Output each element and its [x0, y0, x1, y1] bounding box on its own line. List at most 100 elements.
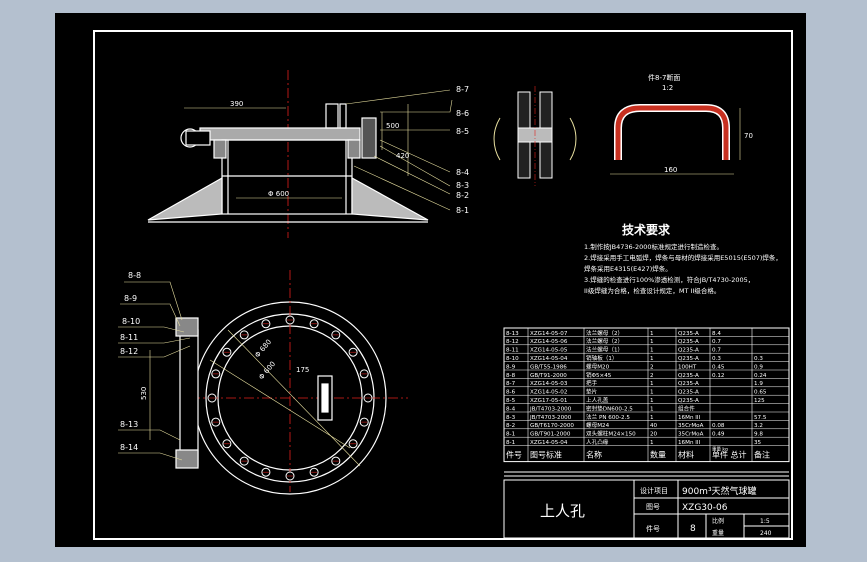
tech-line-3: 焊条采用E4315(E427)焊条。: [584, 264, 672, 273]
bom-cell: 8-3: [506, 415, 516, 421]
dim-dia-600: Φ 600: [268, 190, 289, 198]
bom-cell: 8-2: [506, 423, 515, 429]
bom-cell: 法兰 PN 600-2.5: [586, 413, 630, 421]
bom-cell: Q235-A: [678, 381, 699, 387]
scale-value: 1:5: [760, 518, 770, 525]
leader-8-13: 8-13: [120, 420, 138, 429]
bom-cell: XZG14-05-05: [530, 348, 568, 354]
item-label: 件号: [646, 524, 660, 533]
bom-cell: 2: [650, 373, 654, 379]
bom-cell: 0.08: [712, 423, 725, 429]
bom-cell: 法兰螺母（2）: [586, 329, 623, 337]
dim-500: 500: [386, 122, 399, 130]
bom-cell: 8-4: [506, 406, 516, 412]
bom-cell: 8-13: [506, 331, 519, 337]
bom-cell: 法兰螺母（2）: [586, 337, 623, 345]
bom-frame: [503, 327, 790, 463]
bom-cell: 125: [754, 398, 765, 404]
bom-cell: 35: [754, 440, 762, 446]
bom-cell: 0.3: [712, 356, 721, 362]
drawing-no-label: 图号: [646, 503, 660, 511]
bom-cell: 1: [650, 381, 654, 387]
bom-cell: 35CrMoA: [678, 432, 704, 438]
tech-line-5: II级焊缝为合格，检查设计规定，MT II级合格。: [584, 286, 720, 295]
bom-cell: Q235-A: [678, 398, 699, 404]
bom-cell: 螺母M24: [586, 421, 610, 429]
drawing-border: [93, 30, 793, 540]
bom-cell: 3.2: [754, 423, 763, 429]
bom-cell: 销轴板（1）: [586, 354, 618, 362]
bom-header-cell: 件号: [506, 450, 522, 460]
bom-cell: XZG14-05-04: [530, 356, 568, 362]
leader-8-12: 8-12: [120, 347, 138, 356]
leader-8-14: 8-14: [120, 443, 138, 452]
bom-cell: 8-9: [506, 364, 516, 370]
section-labels: 390 500 420 Φ 600 8-7 8-6 8-5 8-4 8-3 8-…: [230, 85, 469, 215]
bom-cell: 9.8: [754, 432, 763, 438]
bom-cell: 1: [650, 356, 654, 362]
bom-cell: XZG14-05-04: [530, 440, 568, 446]
bom-cell: Q235-A: [678, 339, 699, 345]
bom-cell: 0.9: [754, 364, 763, 370]
dim-175: 175: [296, 366, 309, 374]
bom-cell: GB/T91-2000: [530, 373, 567, 379]
bom-cell: Q235-A: [678, 390, 699, 396]
bom-cell: 8.4: [712, 331, 721, 337]
detail-scale: 1:2: [662, 84, 673, 92]
leader-8-3: 8-3: [456, 181, 469, 190]
bom-cell: 法兰螺母（1）: [586, 346, 623, 354]
bom-cell: GB/T6170-2000: [530, 423, 574, 429]
bom-cell: 2: [650, 364, 654, 370]
bom-cell: XZG14-05-02: [530, 390, 567, 396]
bom-cell: GB/T901-2000: [530, 432, 571, 438]
bom-cell: 40: [650, 423, 658, 429]
bom-cell: 0.7: [712, 339, 721, 345]
bom-cell: 人孔凸缘: [586, 438, 609, 446]
bom-cell: JB/T4703-2000: [529, 415, 572, 421]
weld-detail: [493, 86, 577, 186]
bom-header-cell: 数量: [650, 450, 666, 460]
project-name: 900m³天然气球罐: [682, 485, 757, 497]
dim-530: 530: [140, 387, 148, 400]
bom-cell: JB/T4703-2000: [529, 406, 572, 412]
leader-8-5: 8-5: [456, 127, 469, 136]
title-block: [503, 471, 790, 539]
bom-cell: XZG14-05-03: [530, 381, 568, 387]
bom-cell: 1: [650, 440, 654, 446]
bom-cell: 密封垫DN600-2.5: [586, 404, 633, 412]
bom-cell: XZG17-05-01: [530, 398, 568, 404]
tech-title: 技术要求: [622, 222, 671, 237]
leader-8-1: 8-1: [456, 206, 469, 215]
bom-cell: 8-8: [506, 373, 516, 379]
bom-cell: 组合件: [678, 404, 695, 412]
bom-cell: 双头螺柱M24×150: [586, 430, 636, 438]
tech-line-2: 2.焊接采用手工电弧焊，焊条与母材的焊接采用E5015(E507)焊条，: [584, 253, 782, 262]
bom-cell: Q235-A: [678, 373, 699, 379]
bom-cell: 0.49: [712, 432, 725, 438]
tech-requirements: 技术要求 1.制作按JB4736-2000标准规定进行制造检查。 2.焊接采用手…: [584, 222, 782, 295]
section-view: [147, 70, 429, 238]
bom-cell: 0.45: [712, 364, 725, 370]
bom-cell: 20: [650, 432, 658, 438]
bom-cell: 57.5: [754, 415, 767, 421]
plan-labels: 175 Φ 680 Φ 600 530 8-8 8-9 8-10 8-11 8-…: [120, 271, 309, 452]
bom-header-cell: 备注: [754, 450, 770, 460]
bom-cell: 0.65: [754, 390, 767, 396]
bom-cell: 1: [650, 331, 654, 337]
bom-cell: 1: [650, 406, 654, 412]
bom-cell: Q235-A: [678, 356, 699, 362]
bom-cell: 16Mn III: [678, 440, 701, 446]
scale-label: 比例: [712, 517, 724, 525]
drawing-no: XZG30-06: [682, 503, 728, 513]
bom-cell: 8-5: [506, 398, 516, 404]
bom-cell: 8-6: [506, 390, 516, 396]
leader-8-8: 8-8: [128, 271, 141, 280]
bom-cell: 1: [650, 415, 654, 421]
bom-cell: 8-12: [506, 339, 519, 345]
bom-cell: 0.12: [712, 373, 724, 379]
dim-390: 390: [230, 100, 243, 108]
bom-cell: 0.7: [712, 348, 721, 354]
bom-cell: GB/T55-1986: [530, 364, 567, 370]
dim-160: 160: [664, 166, 677, 174]
